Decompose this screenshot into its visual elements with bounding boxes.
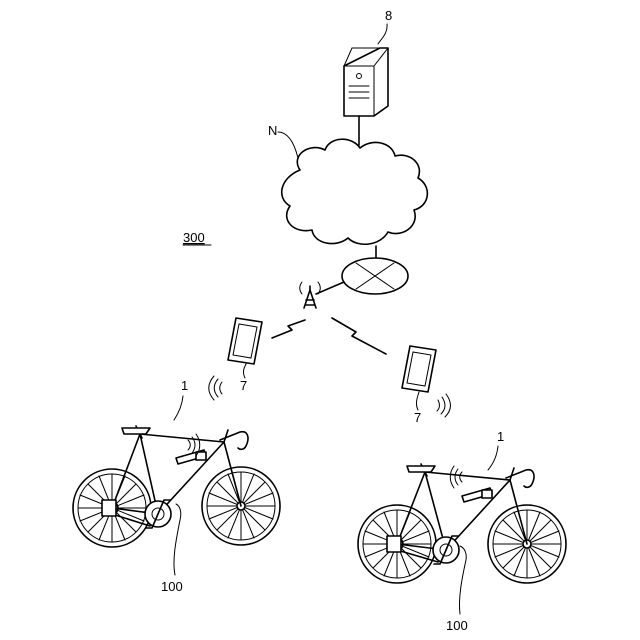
unit-right-label: 100	[446, 618, 468, 633]
system-label: 300	[183, 230, 205, 245]
wireless-link-right	[332, 318, 386, 354]
terminal-right-wireless-icon	[437, 394, 450, 417]
terminal-right	[402, 346, 436, 392]
terminal-left-wireless-icon	[209, 376, 222, 400]
bicycle-right-label: 1	[497, 429, 504, 444]
bicycle-left-leader	[174, 396, 183, 420]
unit-right-leader	[459, 546, 466, 614]
terminal-left	[228, 318, 262, 364]
bicycle-left	[73, 426, 280, 547]
bicycle-left-label: 1	[181, 378, 188, 393]
network-label: N	[268, 123, 277, 138]
network-leader	[278, 132, 298, 158]
unit-left-leader	[174, 504, 181, 575]
wireless-link-left	[272, 320, 305, 338]
router	[342, 258, 408, 294]
terminal-left-leader	[243, 364, 246, 378]
server-label: 8	[385, 8, 392, 23]
server-leader	[378, 24, 387, 44]
base-station-antenna	[300, 282, 321, 308]
server	[344, 48, 388, 145]
unit-left-label: 100	[161, 579, 183, 594]
network-cloud	[282, 139, 428, 244]
terminal-left-label: 7	[240, 378, 247, 393]
bicycle-right-wireless-icon	[450, 466, 462, 488]
terminal-right-leader	[416, 392, 419, 410]
bicycle-right-leader	[488, 446, 498, 470]
terminal-right-label: 7	[414, 410, 421, 425]
